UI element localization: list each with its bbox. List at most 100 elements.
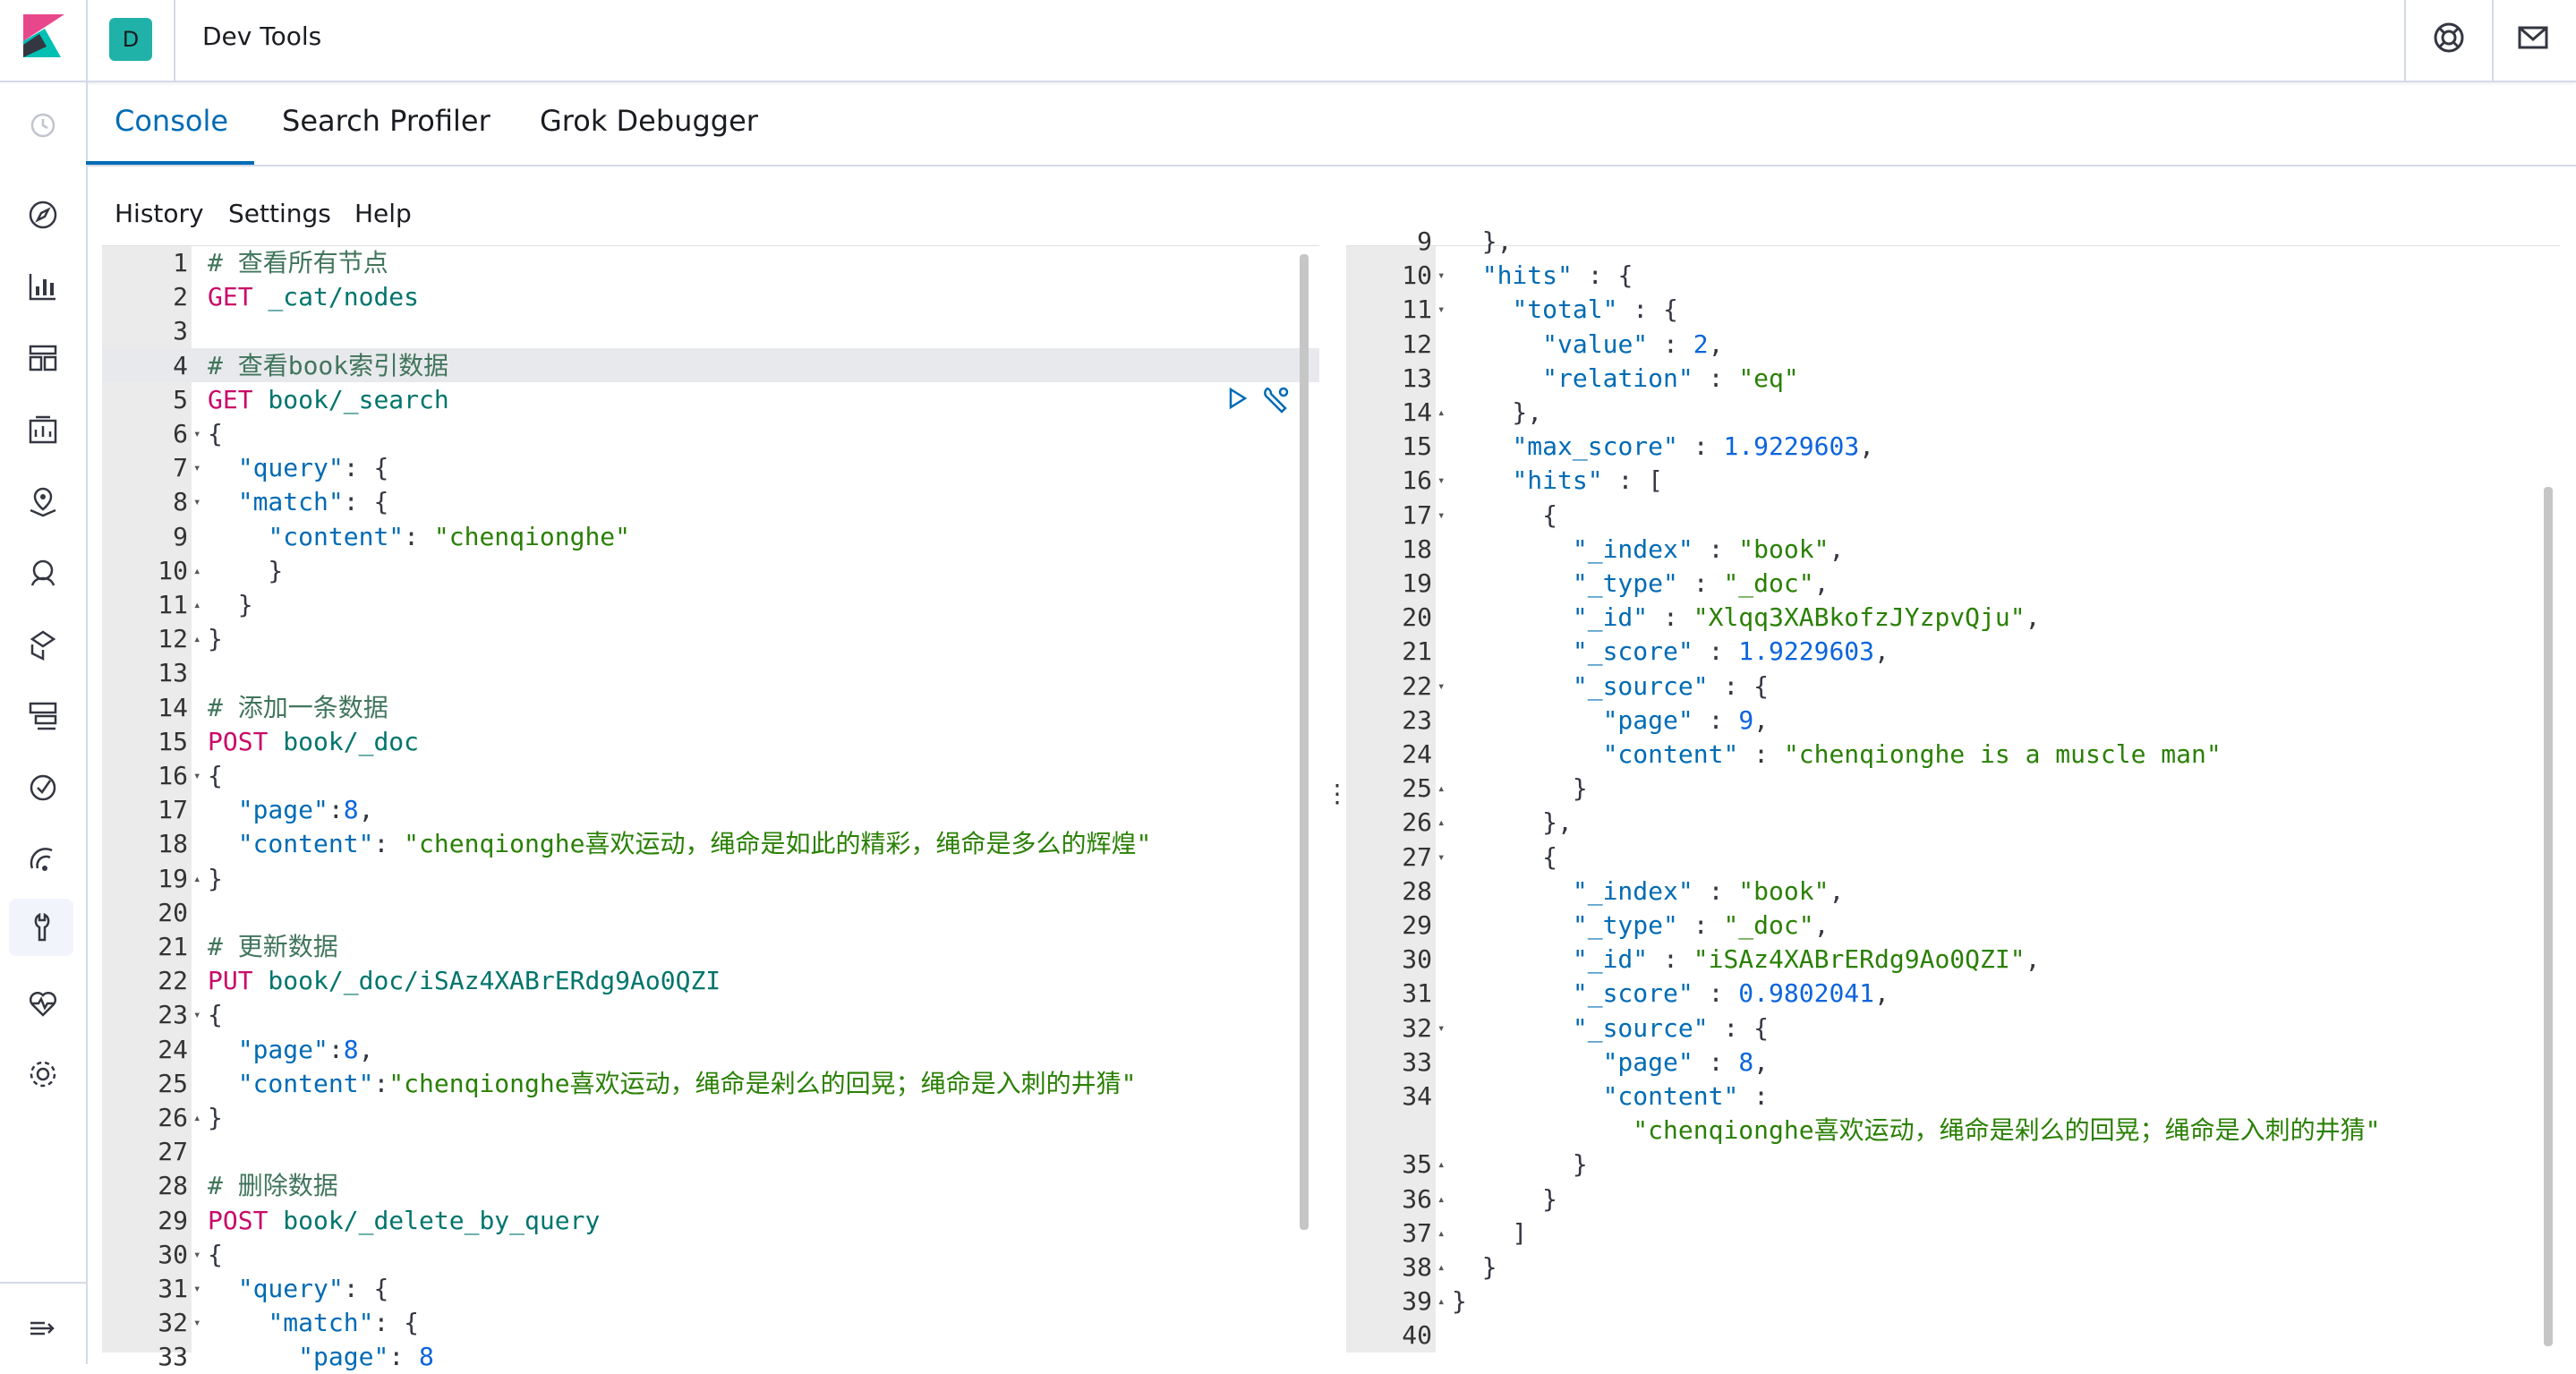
token: }: [208, 624, 223, 654]
logs-icon[interactable]: [25, 698, 61, 734]
maps-icon[interactable]: [25, 483, 61, 519]
line-number: 37: [1402, 1217, 1432, 1248]
play-icon[interactable]: [1228, 387, 1248, 410]
code-line: 4# 查看book索引数据: [102, 349, 1319, 383]
tab-grok-debugger[interactable]: Grok Debugger: [540, 104, 758, 138]
fold-toggle-icon[interactable]: ▴: [193, 1111, 201, 1125]
fold-toggle-icon[interactable]: ▴: [1437, 815, 1446, 831]
line-number: 11: [158, 590, 188, 619]
help-icon[interactable]: [2431, 20, 2467, 55]
fold-toggle-icon[interactable]: ▾: [1437, 1020, 1446, 1036]
token: [208, 453, 238, 482]
monitoring-icon[interactable]: [25, 985, 61, 1020]
line-number: 29: [158, 1205, 188, 1235]
discover-icon[interactable]: [25, 197, 61, 233]
token: [1452, 568, 1573, 598]
fold-toggle-icon[interactable]: ▾: [1437, 474, 1446, 489]
fold-toggle-icon[interactable]: ▴: [1437, 1225, 1446, 1241]
apm-icon[interactable]: [25, 770, 61, 806]
token: # 查看所有节点: [208, 248, 388, 277]
recently-viewed-icon[interactable]: [25, 107, 61, 143]
fold-toggle-icon[interactable]: ▴: [193, 598, 201, 612]
code-text: "query": {: [208, 1272, 389, 1306]
fold-toggle-icon[interactable]: ▴: [193, 871, 201, 886]
code-text: }: [208, 554, 283, 588]
fold-toggle-icon[interactable]: ▾: [193, 427, 201, 441]
fold-toggle-icon[interactable]: ▴: [1437, 1260, 1446, 1275]
tab-search-profiler[interactable]: Search Profiler: [282, 104, 490, 138]
fold-toggle-icon[interactable]: ▾: [193, 1008, 201, 1023]
kibana-logo[interactable]: [23, 14, 64, 57]
dashboard-icon[interactable]: [25, 340, 61, 376]
fold-toggle-icon[interactable]: ▴: [1437, 781, 1446, 797]
fold-toggle-icon[interactable]: ▾: [1437, 849, 1446, 865]
code-line: 26▴ },: [1346, 806, 2560, 840]
token: [1452, 294, 1512, 324]
dev-tools-icon[interactable]: [25, 909, 61, 945]
line-number: 12: [158, 624, 188, 654]
pane-resize-handle[interactable]: ⋮: [1325, 779, 1350, 808]
visualize-icon[interactable]: [25, 269, 61, 304]
fold-toggle-icon[interactable]: ▴: [1437, 405, 1446, 420]
fold-toggle-icon[interactable]: ▴: [1437, 1294, 1446, 1310]
settings-link[interactable]: Settings: [228, 199, 331, 228]
history-link[interactable]: History: [115, 199, 204, 228]
code-text: # 查看book索引数据: [208, 349, 448, 383]
fold-toggle-icon[interactable]: ▴: [193, 632, 201, 647]
token: book/_doc/iSAz4XABrERdg9Ao0QZI: [252, 966, 721, 996]
fold-toggle-icon[interactable]: ▾: [1437, 508, 1446, 523]
code-line: 12 ▴}: [102, 622, 1319, 656]
code-line: 24 "content" : "chenqionghe is a muscle …: [1346, 738, 2560, 772]
mail-icon[interactable]: [2515, 20, 2551, 55]
token: ]: [1452, 1217, 1528, 1248]
infrastructure-icon[interactable]: [25, 627, 61, 662]
code-line: 10▴ }: [102, 554, 1319, 588]
code-text: }: [1452, 1250, 1497, 1284]
tab-console[interactable]: Console: [115, 104, 229, 138]
line-number: 13: [158, 658, 188, 688]
line-number: 19: [158, 863, 188, 893]
token: : [: [1602, 465, 1664, 496]
code-line: 39▴}: [1346, 1284, 2560, 1319]
fold-toggle-icon[interactable]: ▾: [1437, 678, 1446, 694]
canvas-icon[interactable]: [25, 412, 61, 448]
token: "page": [237, 1034, 328, 1064]
token: [1452, 260, 1482, 290]
fold-toggle-icon[interactable]: ▾: [193, 1316, 201, 1331]
fold-toggle-icon[interactable]: ▾: [1437, 269, 1446, 284]
code-text: "content" : "chenqionghe is a muscle man…: [1452, 738, 2222, 772]
fold-toggle-icon[interactable]: ▾: [193, 1247, 201, 1262]
space-avatar[interactable]: D: [109, 18, 152, 61]
token: ,: [1813, 568, 1830, 598]
response-editor[interactable]: 9 },10▾ "hits" : {11▾ "total" : {12 "val…: [1346, 226, 2560, 1353]
ml-icon[interactable]: [25, 555, 61, 591]
token: [1452, 671, 1573, 701]
fold-toggle-icon[interactable]: ▾: [193, 1282, 201, 1296]
management-icon[interactable]: [25, 1056, 61, 1092]
fold-toggle-icon[interactable]: ▴: [1437, 1157, 1446, 1173]
request-scrollbar[interactable]: [1300, 254, 1309, 1230]
collapse-icon[interactable]: [25, 1310, 61, 1346]
code-line: 25 "content":"chenqionghe喜欢运动，绳命是剁么的回晃；绳…: [102, 1067, 1319, 1101]
fold-toggle-icon[interactable]: ▴: [193, 563, 201, 578]
response-scrollbar[interactable]: [2544, 487, 2553, 1346]
uptime-icon[interactable]: [25, 841, 61, 877]
code-line: 1# 查看所有节点: [102, 246, 1319, 280]
token: : {: [1708, 670, 1770, 701]
wrench-icon[interactable]: [1260, 383, 1291, 414]
fold-toggle-icon[interactable]: ▾: [193, 461, 201, 476]
token: {: [208, 1239, 223, 1269]
line-number: 5: [173, 384, 188, 414]
fold-toggle-icon[interactable]: ▾: [193, 769, 201, 783]
help-link[interactable]: Help: [354, 199, 412, 228]
tabs-bar: [88, 82, 2576, 166]
fold-toggle-icon[interactable]: ▾: [1437, 303, 1446, 318]
fold-toggle-icon[interactable]: ▾: [193, 495, 201, 510]
code-line: 20 "_id" : "Xlqq3XABkofzJYzpvQju",: [1346, 601, 2560, 635]
header-divider: [86, 0, 88, 81]
fold-toggle-icon[interactable]: ▴: [1437, 1191, 1446, 1207]
code-text: POST book/_delete_by_query: [208, 1204, 600, 1238]
token: :: [1648, 602, 1693, 633]
